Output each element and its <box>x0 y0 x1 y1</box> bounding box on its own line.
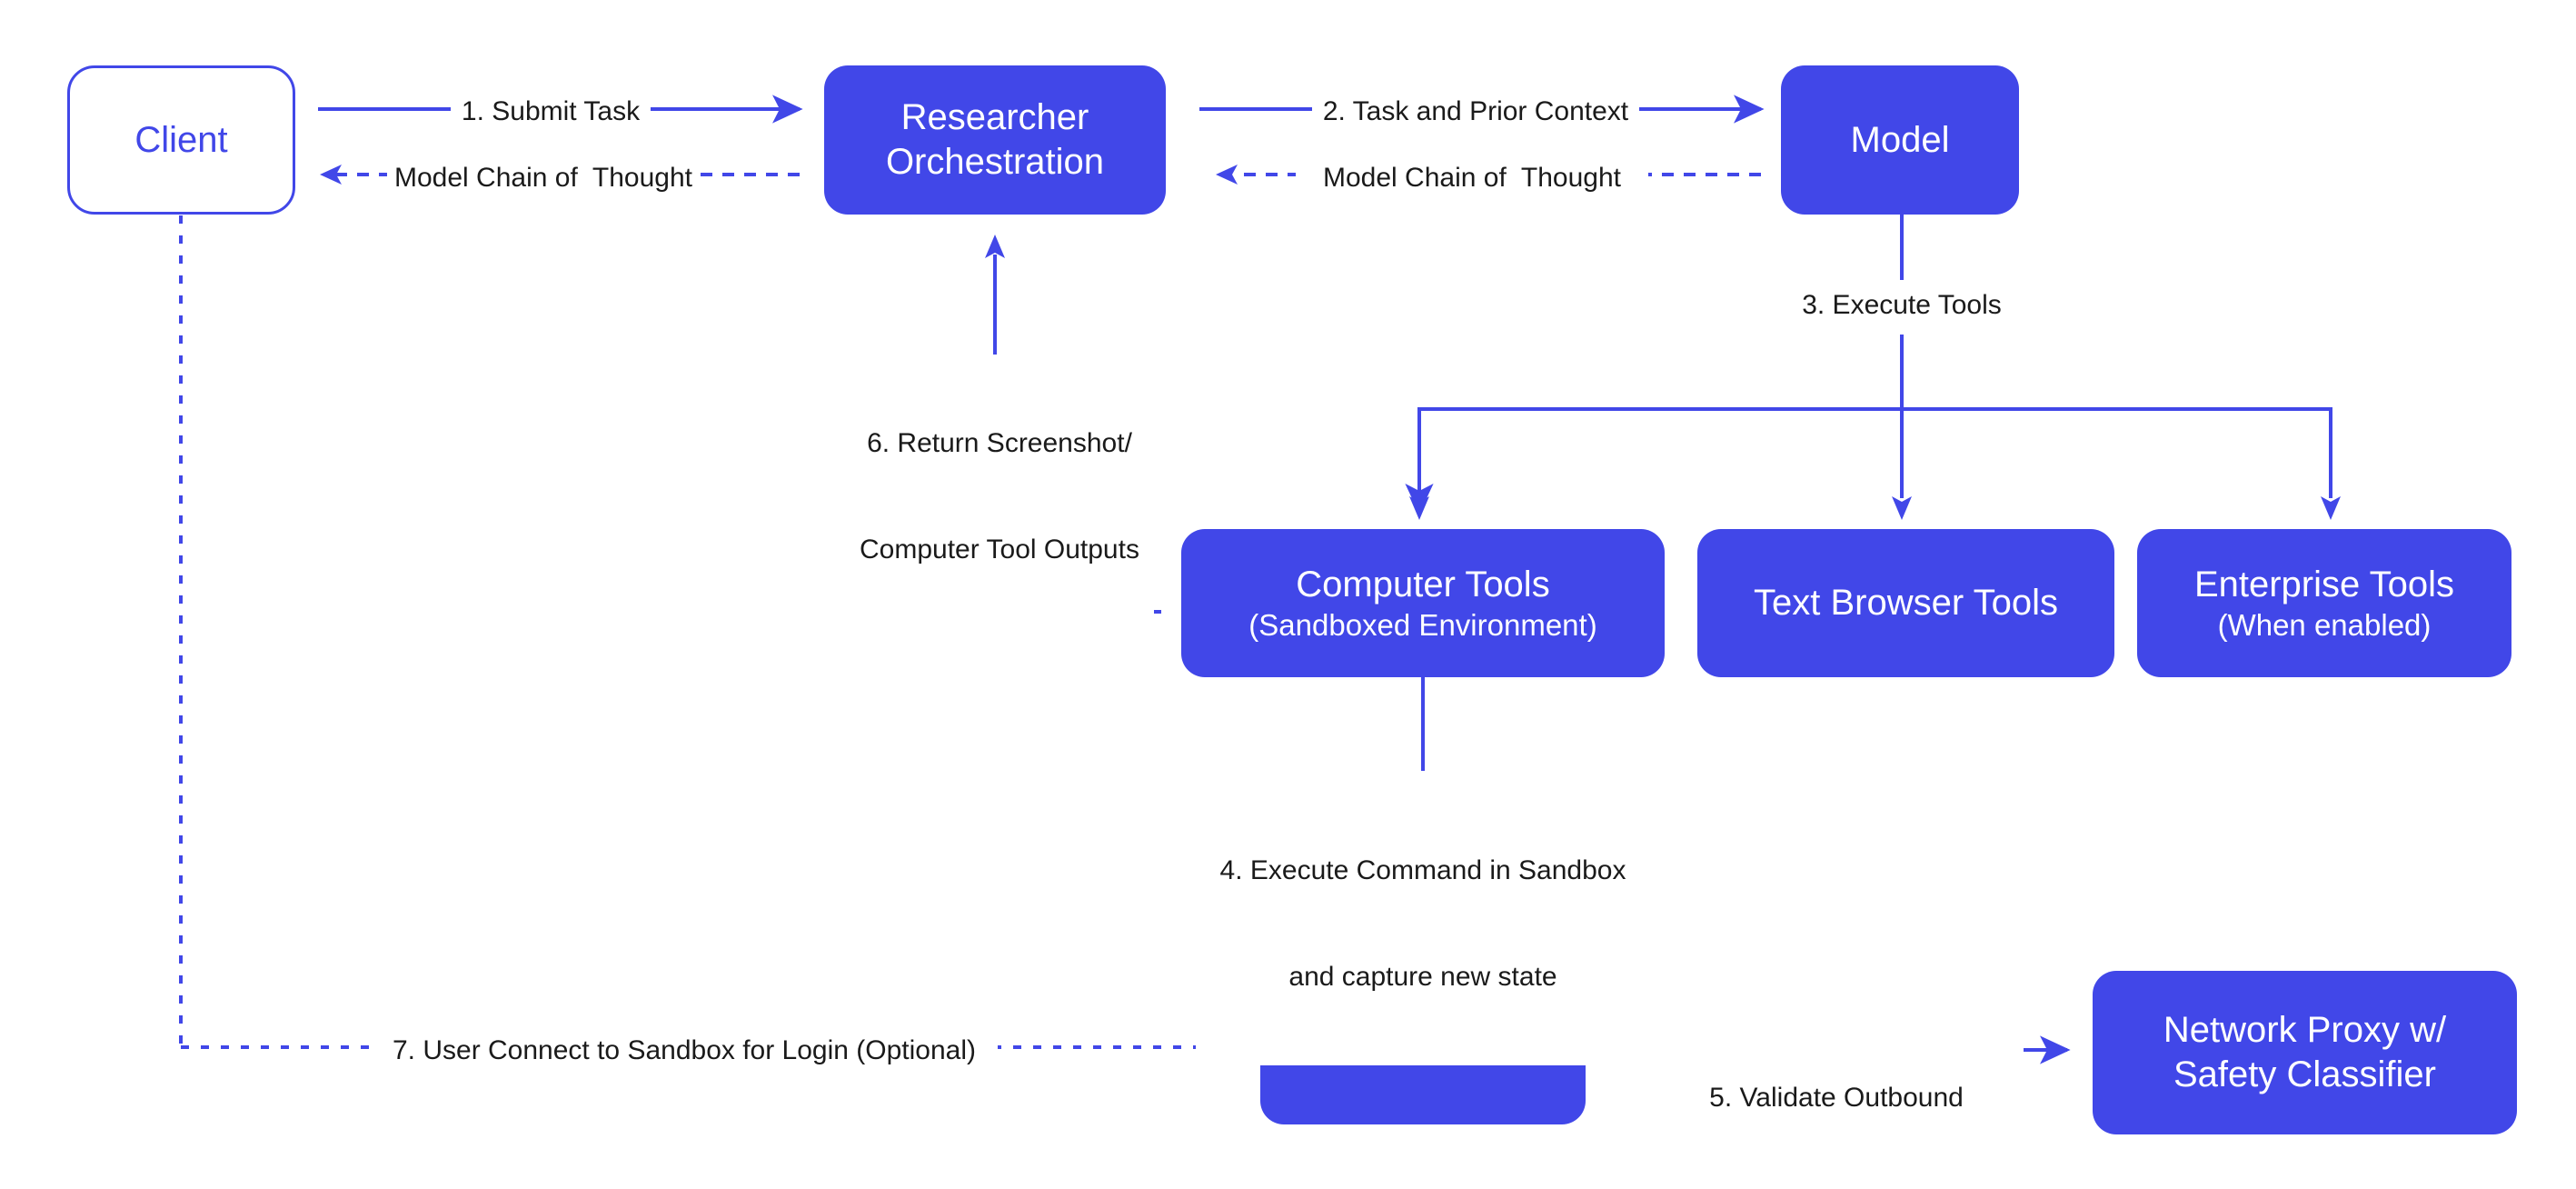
node-enterprise-tools[interactable]: Enterprise Tools (When enabled) <box>2137 529 2511 677</box>
edge-execute-tools <box>1405 214 2341 520</box>
node-text-browser-tools-title: Text Browser Tools <box>1754 583 2058 624</box>
node-researcher-title: Researcher <box>900 97 1089 138</box>
edge-label-chain-of-thought-right: Model Chain of Thought <box>1296 160 1648 195</box>
edge-label-step7: 7. User Connect to Sandbox for Login (Op… <box>371 1033 998 1068</box>
node-computer-tools-subtitle: (Sandboxed Environment) <box>1248 607 1597 642</box>
node-client[interactable]: Client <box>67 65 295 215</box>
node-researcher-orchestration[interactable]: Researcher Orchestration <box>824 65 1166 215</box>
edge-label-step4-line2: and capture new state <box>1288 962 1557 992</box>
edge-label-step6-line2: Computer Tool Outputs <box>860 535 1139 565</box>
edge-label-step4: 4. Execute Command in Sandbox and captur… <box>1196 782 1650 1065</box>
edge-label-chain-of-thought-left: Model Chain of Thought <box>387 160 692 195</box>
edge-label-step2: 2. Task and Prior Context <box>1312 94 1639 129</box>
node-network-proxy[interactable]: Network Proxy w/ Safety Classifier <box>2093 971 2517 1134</box>
edge-label-step4-line1: 4. Execute Command in Sandbox <box>1219 855 1626 885</box>
edge-label-step1: 1. Submit Task <box>451 94 651 129</box>
node-model[interactable]: Model <box>1781 65 2019 215</box>
edge-label-step5-line1: 5. Validate Outbound <box>1709 1083 1964 1113</box>
edge-label-step3: 3. Execute Tools <box>1754 287 2050 323</box>
node-client-title: Client <box>134 119 228 160</box>
edge-label-step6-line1: 6. Return Screenshot/ <box>867 428 1132 458</box>
node-computer-tools-title: Computer Tools <box>1296 564 1550 604</box>
node-model-title: Model <box>1850 119 1950 160</box>
edge-label-step6: 6. Return Screenshot/ Computer Tool Outp… <box>845 355 1154 638</box>
node-researcher-subtitle: Orchestration <box>885 142 1105 182</box>
node-enterprise-tools-title: Enterprise Tools <box>2193 564 2455 604</box>
node-network-proxy-title: Network Proxy w/ <box>2163 1010 2447 1051</box>
node-enterprise-tools-subtitle: (When enabled) <box>2217 607 2432 642</box>
node-text-browser-tools[interactable]: Text Browser Tools <box>1697 529 2114 677</box>
edge-label-step5: 5. Validate Outbound Network call <box>1649 1009 2024 1189</box>
node-network-proxy-subtitle: Safety Classifier <box>2173 1054 2436 1094</box>
node-computer-tools[interactable]: Computer Tools (Sandboxed Environment) <box>1181 529 1665 677</box>
